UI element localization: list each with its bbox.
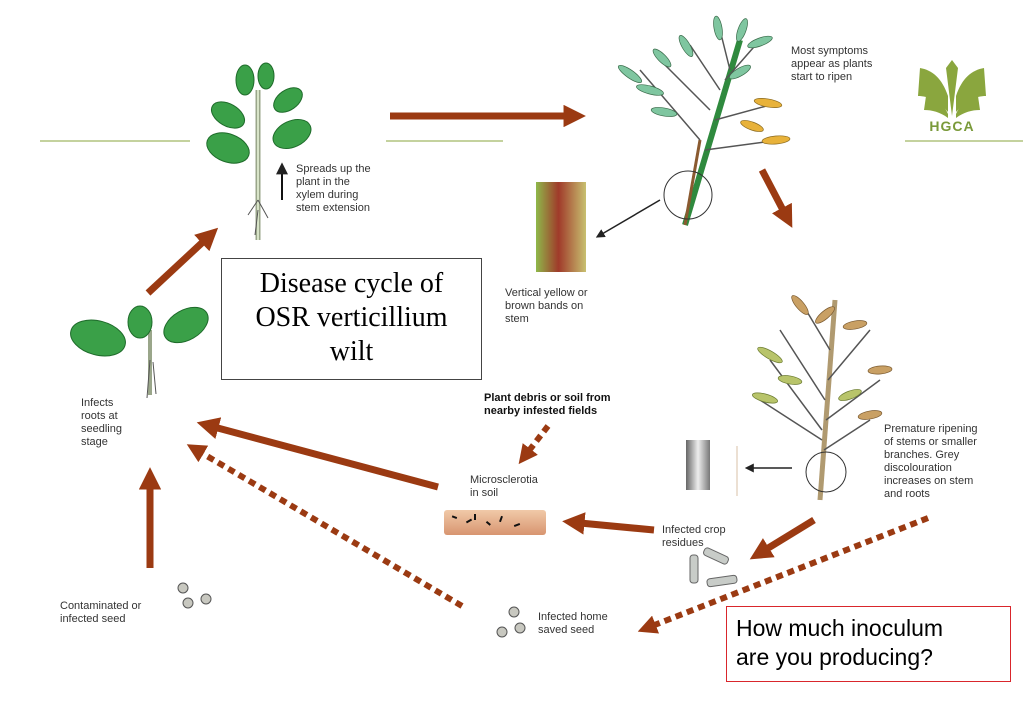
grey-stem-closeup <box>686 440 710 490</box>
dashed-arrow-home-seed-to-seedling <box>186 444 464 609</box>
arrow-to-crop-residues <box>749 517 816 560</box>
ripening-plant-illustration <box>595 15 791 238</box>
inoculum-question: How much inoculum are you producing? <box>726 606 1011 682</box>
premature-ripening-illustration <box>686 295 893 501</box>
cycle-arrows <box>138 104 816 568</box>
dashed-arrows <box>186 424 930 634</box>
arrow-to-premature-ripening <box>758 168 793 228</box>
label-stem-bands: Vertical yellow or brown bands on stem <box>505 287 588 325</box>
crop-residue-illustration <box>689 547 738 588</box>
arrow-soil-to-seedling <box>196 417 439 491</box>
label-contaminated-seed: Contaminated or infected seed <box>60 600 142 625</box>
dashed-arrow-plant-to-home-seed <box>637 515 930 634</box>
soil-microsclerotia-illustration <box>444 510 546 535</box>
arrow-seedling-to-plant <box>145 227 219 296</box>
label-plant-debris: Plant debris or soil from nearby infeste… <box>484 392 611 417</box>
hgca-logo-text: HGCA <box>929 118 975 134</box>
label-most-symptoms: Most symptoms appear as plants start to … <box>791 45 873 83</box>
arrow-residues-to-soil <box>562 512 655 535</box>
label-infects-roots: Infects roots at seedling stage <box>81 397 122 448</box>
hgca-logo <box>918 60 986 118</box>
contaminated-seed-illustration <box>177 582 212 609</box>
label-spreads-up: Spreads up the plant in the xylem during… <box>296 163 371 214</box>
home-saved-seed-illustration <box>496 606 526 638</box>
plant-stem-extension-illustration <box>206 62 312 240</box>
seedling-illustration <box>70 305 209 399</box>
diagram-title: Disease cycle of OSR verticillium wilt <box>221 258 482 380</box>
stem-band-closeup <box>536 182 586 272</box>
label-premature-ripening: Premature ripening of stems or smaller b… <box>884 423 978 500</box>
label-home-saved-seed: Infected home saved seed <box>538 611 608 636</box>
label-microsclerotia: Microsclerotia in soil <box>470 474 538 499</box>
dashed-arrow-debris-to-soil <box>518 424 551 465</box>
label-crop-residues: Infected crop residues <box>662 524 726 549</box>
